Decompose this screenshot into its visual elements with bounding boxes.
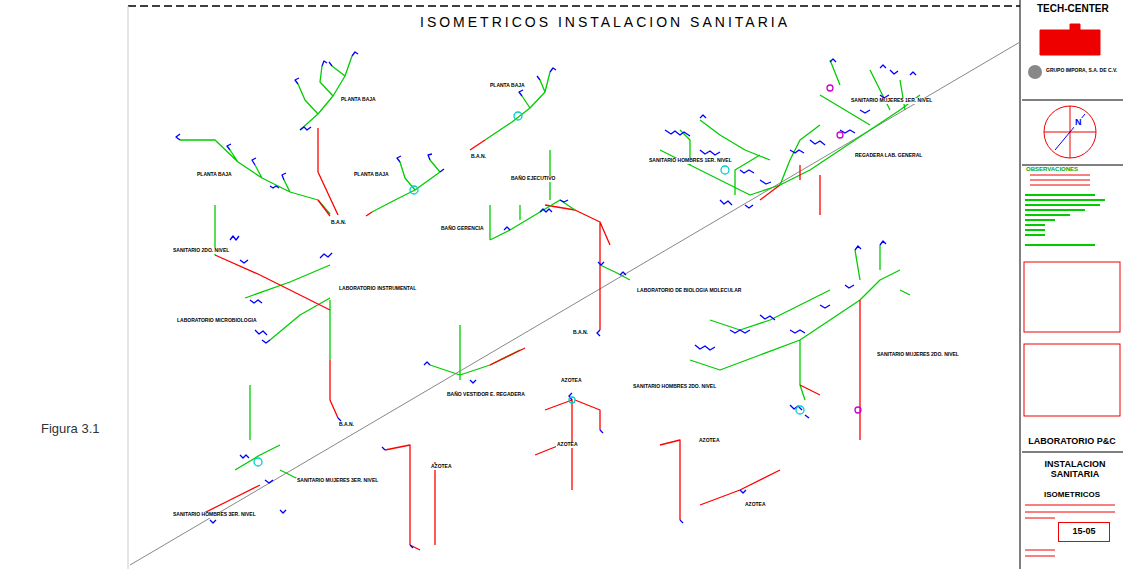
- area-label: PLANTA BAJA: [489, 83, 526, 89]
- area-label: AZOTEA: [556, 442, 579, 448]
- sheet-title: ISOMETRICOS INSTALACION SANITARIA: [420, 14, 790, 30]
- cell-text: 15-05: [1072, 527, 1095, 537]
- sheet-frame: [128, 0, 1020, 569]
- notes-heading: OBSERVACIONES: [1025, 166, 1079, 173]
- area-label: BAÑO GERENCIA: [440, 226, 485, 232]
- area-label: AZOTEA: [698, 438, 721, 444]
- title-cell: LABORATORIO P&C: [1022, 434, 1122, 450]
- area-label: SANITARIO HOMBRES 3ER. NIVEL: [172, 512, 257, 518]
- pipe-network: [176, 52, 920, 550]
- area-label: LABORATORIO INSTRUMENTAL: [338, 286, 417, 292]
- cell-text: ISOMETRICOS: [1044, 491, 1100, 500]
- pipe-note: B.A.N.: [470, 154, 487, 160]
- cell-text: LABORATORIO P&C: [1028, 437, 1116, 447]
- title-cell: INSTALACION SANITARIA: [1022, 456, 1123, 484]
- area-label: PLANTA BAJA: [353, 172, 390, 178]
- company-name: GRUPO IMPORA, S.A. DE C.V.: [1045, 68, 1118, 74]
- area-label: BAÑO EJECUTIVO: [510, 176, 556, 182]
- pipe-note: B.A.N.: [338, 422, 355, 428]
- area-label: SANITARIO MUJERES 2DO. NIVEL: [876, 352, 960, 358]
- area-label: SANITARIO HOMBRES 1ER. NIVEL: [648, 158, 733, 164]
- area-label: SANITARIO HOMBRES 2DO. NIVEL: [632, 384, 717, 390]
- area-label: AZOTEA: [430, 464, 453, 470]
- pipe-note: B.A.N.: [330, 220, 347, 226]
- area-label: REGADERA LAB. GENERAL: [854, 153, 923, 159]
- area-label: AZOTEA: [560, 378, 583, 384]
- title-block-text: TECH-CENTER: [1036, 3, 1110, 14]
- north-mark: N: [1074, 118, 1083, 128]
- area-label: LABORATORIO DE BIOLOGIA MOLECULAR: [636, 288, 742, 294]
- area-label: PLANTA BAJA: [340, 97, 377, 103]
- title-cell: ISOMETRICOS: [1022, 488, 1122, 502]
- area-label: LABORATORIO MICROBIOLOGIA: [176, 318, 258, 324]
- area-label: SANITARIO MUJERES 1ER. NIVEL: [850, 98, 933, 104]
- area-label: AZOTEA: [744, 502, 767, 508]
- pipe-note: B.A.N.: [572, 330, 589, 336]
- drawing-number: 15-05: [1058, 522, 1110, 542]
- area-label: SANITARIO MUJERES 3ER. NIVEL: [296, 478, 379, 484]
- area-label: SANITARIO 2DO. NIVEL: [172, 248, 230, 254]
- area-label: PLANTA BAJA: [196, 172, 233, 178]
- area-label: BAÑO VESTIDOR E. REGADERA: [446, 392, 526, 398]
- cell-text: INSTALACION SANITARIA: [1022, 460, 1123, 480]
- figure-caption: Figura 3.1: [40, 422, 101, 436]
